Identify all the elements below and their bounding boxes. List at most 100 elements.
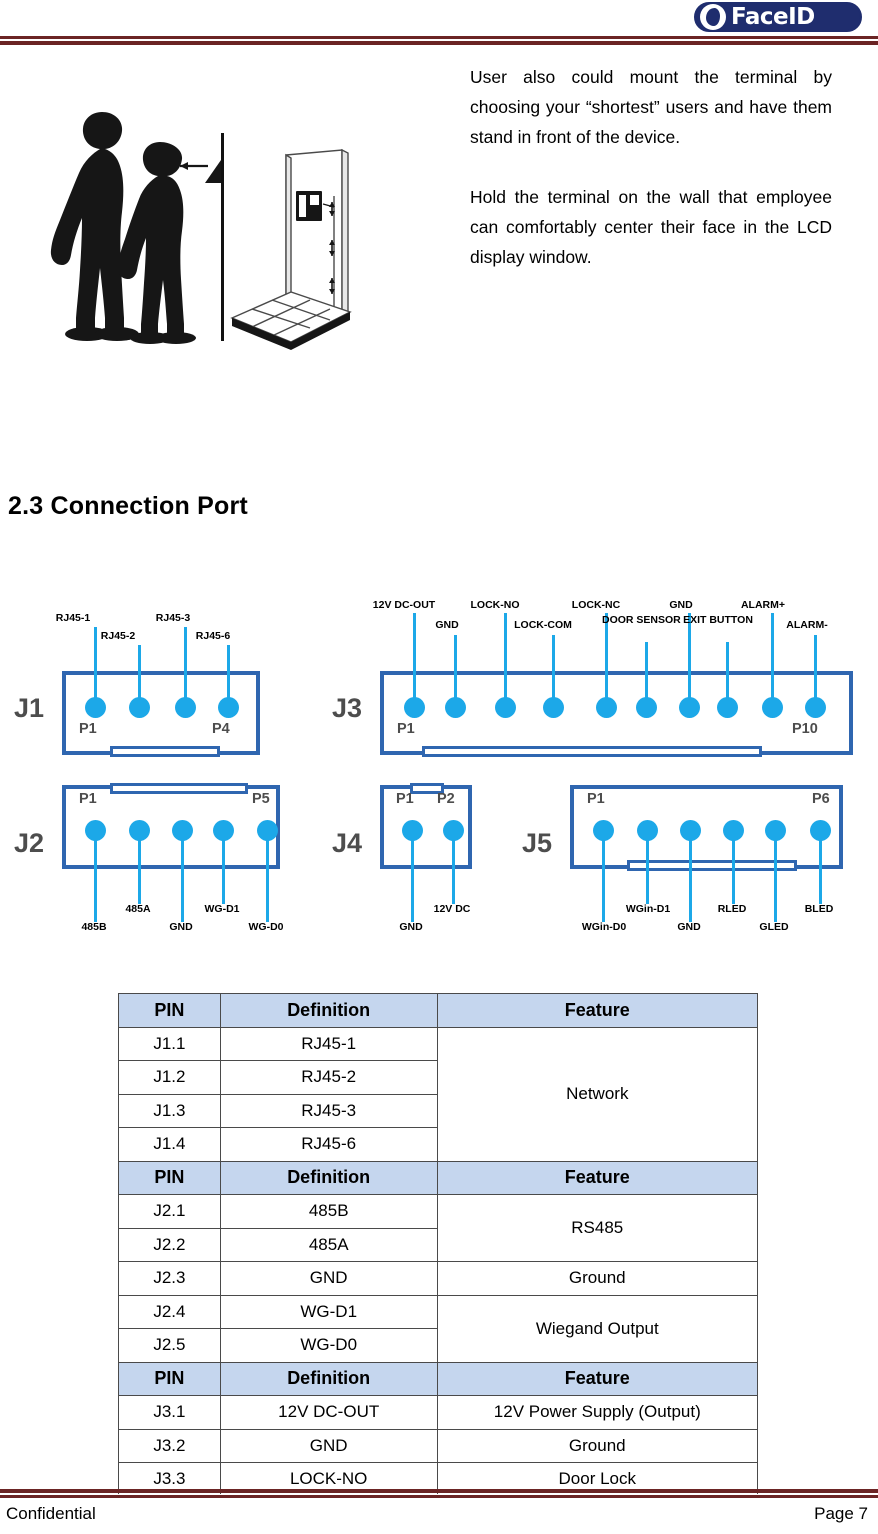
j3-signal-5: DOOR SENSOR	[602, 614, 681, 626]
cell-definition: 485B	[219, 1194, 438, 1229]
j2-lead-3	[222, 838, 225, 904]
connector-j5-notch	[627, 860, 797, 871]
connector-j1: J1 RJ45-1 RJ45-2 RJ45-3 RJ45-6 P1 P4	[0, 585, 300, 757]
cell-definition: RJ45-3	[219, 1093, 438, 1128]
cell-pin: J1.3	[118, 1093, 221, 1128]
cell-definition: WG-D0	[219, 1328, 438, 1363]
j2-first-pin-label: P1	[79, 791, 97, 807]
table-header-pin: PIN	[118, 993, 221, 1028]
short-person-silhouette	[117, 142, 196, 344]
j3-first-pin-label: P1	[397, 721, 415, 737]
j4-lead-0	[411, 838, 414, 922]
connector-j4-label: J4	[332, 828, 363, 858]
j2-lead-4	[266, 838, 269, 922]
j3-pin-3	[495, 697, 516, 718]
j5-first-pin-label: P1	[587, 791, 605, 807]
j3-signal-6: GND	[669, 599, 693, 611]
j3-lead-4	[605, 613, 608, 699]
connector-j2: J2 P1 P5 485B 485A GND WG-D1 WG-D0	[0, 780, 300, 955]
j5-signal-5: BLED	[804, 903, 834, 915]
j3-last-pin-label: P10	[792, 721, 818, 737]
j2-pin-1	[85, 820, 106, 841]
j2-last-pin-label: P5	[252, 791, 270, 807]
floor-edge	[232, 312, 350, 350]
device-wedge	[205, 160, 221, 183]
j3-signal-8: ALARM+	[740, 599, 786, 611]
j3-lead-9	[814, 635, 817, 699]
j4-last-pin-label: P2	[437, 791, 455, 807]
j5-pin-4	[723, 820, 744, 841]
j3-signal-9: ALARM-	[786, 619, 828, 631]
cell-definition: GND	[219, 1261, 438, 1296]
j3-lead-3	[552, 635, 555, 699]
j2-lead-1	[138, 838, 141, 904]
mounting-height-illustration	[10, 60, 440, 380]
j4-pin-1	[402, 820, 423, 841]
j1-pin-2	[129, 697, 150, 718]
j1-last-pin-label: P4	[212, 721, 230, 737]
cell-definition: RJ45-2	[219, 1060, 438, 1095]
j2-pin-4	[213, 820, 234, 841]
wall-device-icon	[296, 191, 335, 294]
instruction-text: User also could mount the terminal by ch…	[470, 62, 832, 272]
j5-pin-3	[680, 820, 701, 841]
j5-signal-0: WGin-D0	[581, 921, 627, 933]
table-header-feature: Feature	[436, 1361, 759, 1396]
j5-pin-1	[593, 820, 614, 841]
j3-pin-9	[762, 697, 783, 718]
table-header-pin: PIN	[118, 1160, 221, 1195]
connector-j1-label: J1	[14, 693, 45, 723]
cell-pin: J2.3	[118, 1261, 221, 1296]
connector-j4-notch	[410, 783, 444, 794]
footer-rule	[0, 1489, 878, 1498]
j2-signal-3: WG-D1	[204, 903, 240, 915]
cell-pin: J2.4	[118, 1294, 221, 1329]
faceid-logo: FaceID	[694, 2, 862, 32]
j1-first-pin-label: P1	[79, 721, 97, 737]
j3-lead-5	[645, 642, 648, 699]
connector-j1-notch	[110, 746, 220, 757]
j3-pin-2	[445, 697, 466, 718]
j5-lead-4	[774, 838, 777, 922]
cell-pin: J2.5	[118, 1328, 221, 1363]
cell-pin: J3.1	[118, 1395, 221, 1430]
j3-lead-6	[688, 613, 691, 699]
j2-pin-2	[129, 820, 150, 841]
cell-definition: RJ45-6	[219, 1127, 438, 1162]
cell-feature: 12V Power Supply (Output)	[436, 1395, 759, 1430]
page-header: FaceID	[0, 0, 878, 48]
cell-definition: WG-D1	[219, 1294, 438, 1329]
connector-j3: J3 12V DC-OUT GND LOCK-NO LOCK-COM LOCK-…	[325, 585, 878, 757]
j5-lead-1	[646, 838, 649, 904]
j1-pin-3	[175, 697, 196, 718]
j1-pin-4	[218, 697, 239, 718]
j1-pin-1	[85, 697, 106, 718]
j3-lead-7	[726, 642, 729, 699]
paragraph-1: User also could mount the terminal by ch…	[470, 67, 832, 147]
j1-lead-2	[184, 627, 187, 699]
j1-signal-1: RJ45-2	[100, 630, 136, 642]
header-rule	[0, 36, 878, 45]
connector-j5-label: J5	[522, 828, 553, 858]
j5-lead-5	[819, 838, 822, 904]
footer-confidential: Confidential	[6, 1504, 96, 1523]
j5-pin-6	[810, 820, 831, 841]
wall-line	[221, 133, 224, 341]
cell-pin: J3.2	[118, 1428, 221, 1463]
j5-signal-3: RLED	[717, 903, 747, 915]
j2-signal-1: 485A	[125, 903, 151, 915]
j3-pin-8	[717, 697, 738, 718]
j3-pin-4	[543, 697, 564, 718]
cell-definition: 12V DC-OUT	[219, 1395, 438, 1430]
j3-signal-3: LOCK-COM	[514, 619, 572, 631]
page-title: 2.3 Connection Port	[8, 492, 248, 520]
footer-page-number: Page 7	[814, 1504, 868, 1523]
